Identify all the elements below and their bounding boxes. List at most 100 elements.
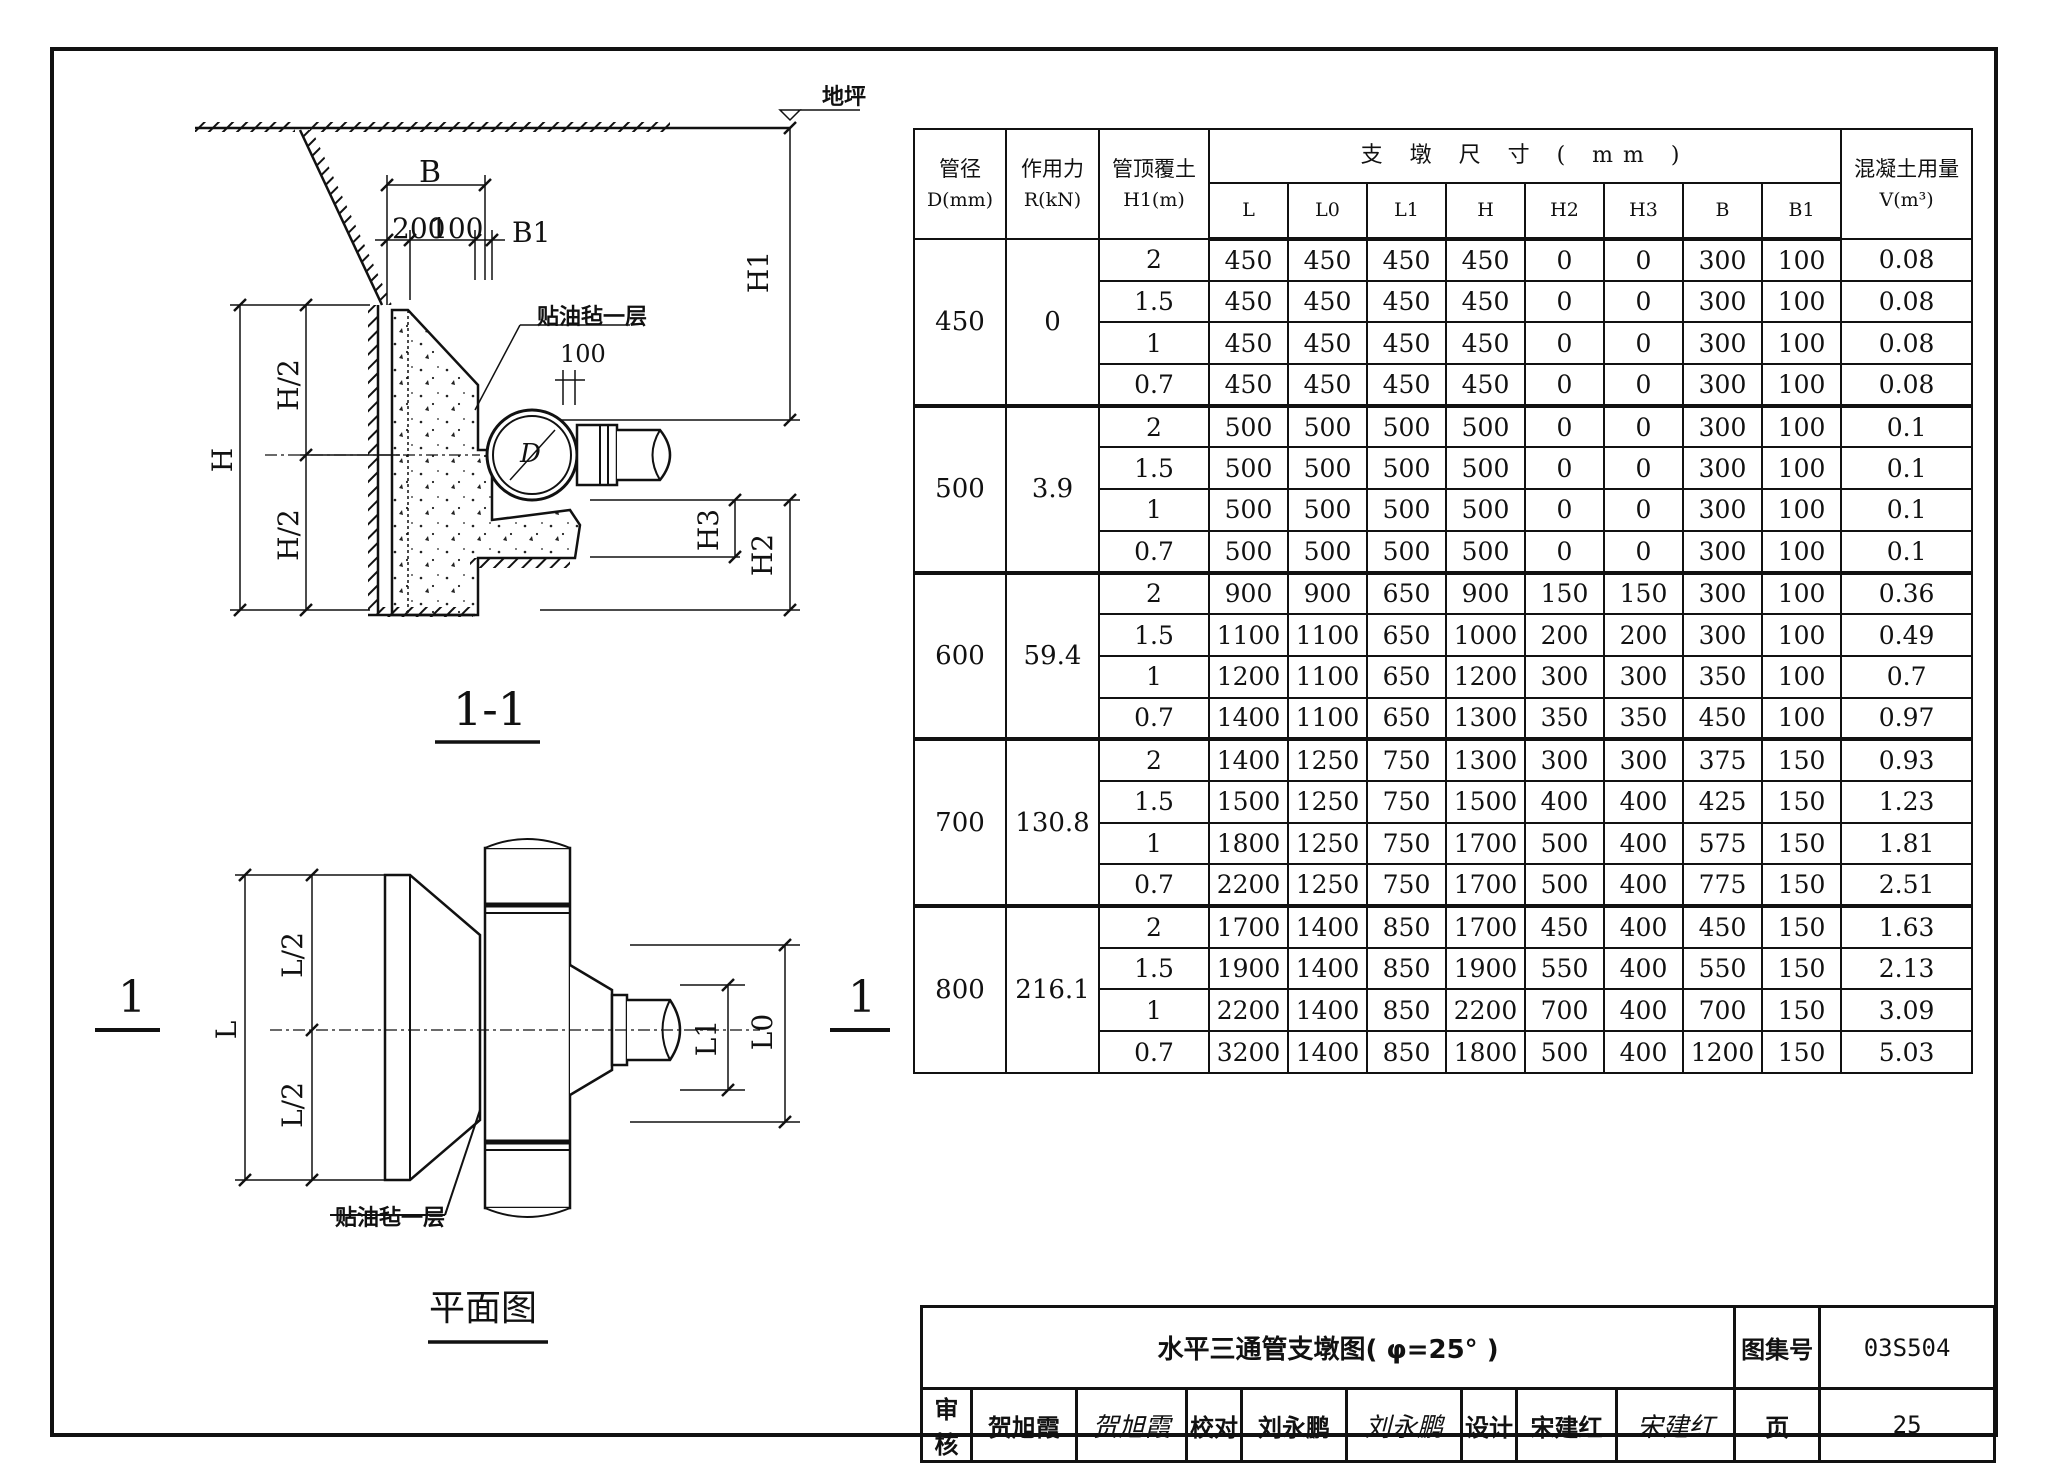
cell-h: 450 [1445, 238, 1526, 282]
cell-h2: 0 [1524, 279, 1605, 324]
label-H-half-top: H/2 [272, 359, 305, 411]
cell-l0: 1100 [1287, 613, 1368, 657]
cell-h3: 0 [1603, 238, 1684, 282]
cell-b1: 100 [1760, 529, 1843, 574]
cell-h: 1300 [1445, 737, 1526, 782]
cell-volume: 0.7 [1840, 654, 1974, 699]
cell-b: 350 [1682, 654, 1763, 699]
cell-l1: 500 [1366, 488, 1447, 532]
section-view [195, 109, 860, 617]
cell-force: 130.8 [1005, 737, 1100, 907]
cell-h2: 0 [1524, 529, 1605, 574]
cell-cover-depth: 1.5 [1098, 279, 1210, 324]
cell-b: 300 [1682, 403, 1763, 449]
cell-l0: 1250 [1287, 863, 1368, 907]
cell-l: 1800 [1208, 821, 1289, 866]
page-number: 25 [1818, 1387, 1997, 1463]
cell-l1: 750 [1366, 737, 1447, 782]
cell-b1: 100 [1760, 403, 1843, 449]
cell-l1: 500 [1366, 529, 1447, 574]
cell-h2: 500 [1524, 1030, 1605, 1074]
cell-b1: 100 [1760, 321, 1843, 366]
cell-h: 1500 [1445, 779, 1526, 824]
cell-h2: 0 [1524, 363, 1605, 407]
plan-thrust-block [383, 873, 482, 1182]
cell-h3: 0 [1603, 488, 1684, 532]
cell-l1: 850 [1366, 904, 1447, 949]
cell-h: 1700 [1445, 863, 1526, 907]
cell-l1: 450 [1366, 238, 1447, 282]
cell-h: 500 [1445, 488, 1526, 532]
cell-b: 450 [1682, 696, 1763, 741]
cell-b1: 150 [1760, 863, 1843, 907]
cell-b: 550 [1682, 946, 1763, 991]
cell-l1: 750 [1366, 821, 1447, 866]
cell-h3: 400 [1603, 863, 1684, 907]
cell-cover-depth: 2 [1098, 904, 1210, 949]
cell-h3: 150 [1603, 570, 1684, 616]
cell-force: 3.9 [1005, 403, 1100, 574]
plan-main-pipe [483, 838, 572, 1218]
label-H2: H2 [746, 534, 779, 576]
label-H-half-bottom: H/2 [272, 509, 305, 561]
cell-l0: 500 [1287, 403, 1368, 449]
ground-surface [195, 122, 790, 132]
cell-volume: 1.23 [1840, 779, 1974, 824]
header-cover: 管顶覆土 H1(m) [1098, 128, 1210, 240]
cell-l0: 1400 [1287, 946, 1368, 991]
cell-h2: 0 [1524, 238, 1605, 282]
cell-l: 500 [1208, 446, 1289, 491]
cell-b: 300 [1682, 529, 1763, 574]
cell-h: 2200 [1445, 988, 1526, 1033]
cell-b: 450 [1682, 904, 1763, 949]
cell-diameter: 800 [913, 904, 1007, 1074]
cell-l1: 850 [1366, 988, 1447, 1033]
cell-volume: 1.63 [1840, 904, 1974, 949]
header-force-name: 作用力 [1021, 157, 1084, 181]
cell-l0: 450 [1287, 238, 1368, 282]
cell-volume: 0.08 [1840, 238, 1974, 282]
cell-l1: 650 [1366, 613, 1447, 657]
label-B: B [419, 155, 441, 190]
header-block-dimensions: 支 墩 尺 寸 ( mm ) [1207, 128, 1843, 184]
cell-b1: 150 [1760, 779, 1843, 824]
reviewer-name: 贺旭霞 [970, 1387, 1078, 1463]
cell-cover-depth: 0.7 [1098, 529, 1210, 574]
title-block: 水平三通管支墩图( φ=25° ) 图集号 03S504 审核 贺旭霞 贺旭霞 … [919, 1305, 1997, 1463]
cell-h: 1800 [1445, 1030, 1526, 1074]
dim-H1 [560, 109, 860, 427]
dim-H [230, 298, 400, 617]
header-force: 作用力 R(kN) [1005, 128, 1100, 240]
cell-h: 500 [1445, 529, 1526, 574]
header-force-unit: R(kN) [1023, 188, 1082, 211]
cell-volume: 0.08 [1840, 279, 1974, 324]
cell-cover-depth: 0.7 [1098, 363, 1210, 407]
cell-h3: 0 [1603, 529, 1684, 574]
cell-b1: 150 [1760, 821, 1843, 866]
cell-h: 1700 [1445, 904, 1526, 949]
cell-h: 1700 [1445, 821, 1526, 866]
column-header-h2: H2 [1524, 182, 1605, 241]
cell-h3: 400 [1603, 821, 1684, 866]
cell-volume: 0.1 [1840, 488, 1974, 532]
section-mark-right: 1 [848, 972, 876, 1023]
plan-branch-pipe [569, 963, 682, 1097]
cell-force: 59.4 [1005, 570, 1100, 741]
cell-volume: 0.93 [1840, 737, 1974, 782]
cell-h3: 0 [1603, 279, 1684, 324]
cell-l: 1700 [1208, 904, 1289, 949]
cell-h3: 400 [1603, 1030, 1684, 1074]
header-volume-name: 混凝土用量 [1854, 157, 1960, 181]
cell-h3: 400 [1603, 946, 1684, 991]
cell-volume: 0.1 [1840, 403, 1974, 449]
cell-b1: 100 [1760, 696, 1843, 741]
atlas-number: 03S504 [1818, 1305, 1997, 1390]
cell-b1: 100 [1760, 570, 1843, 616]
